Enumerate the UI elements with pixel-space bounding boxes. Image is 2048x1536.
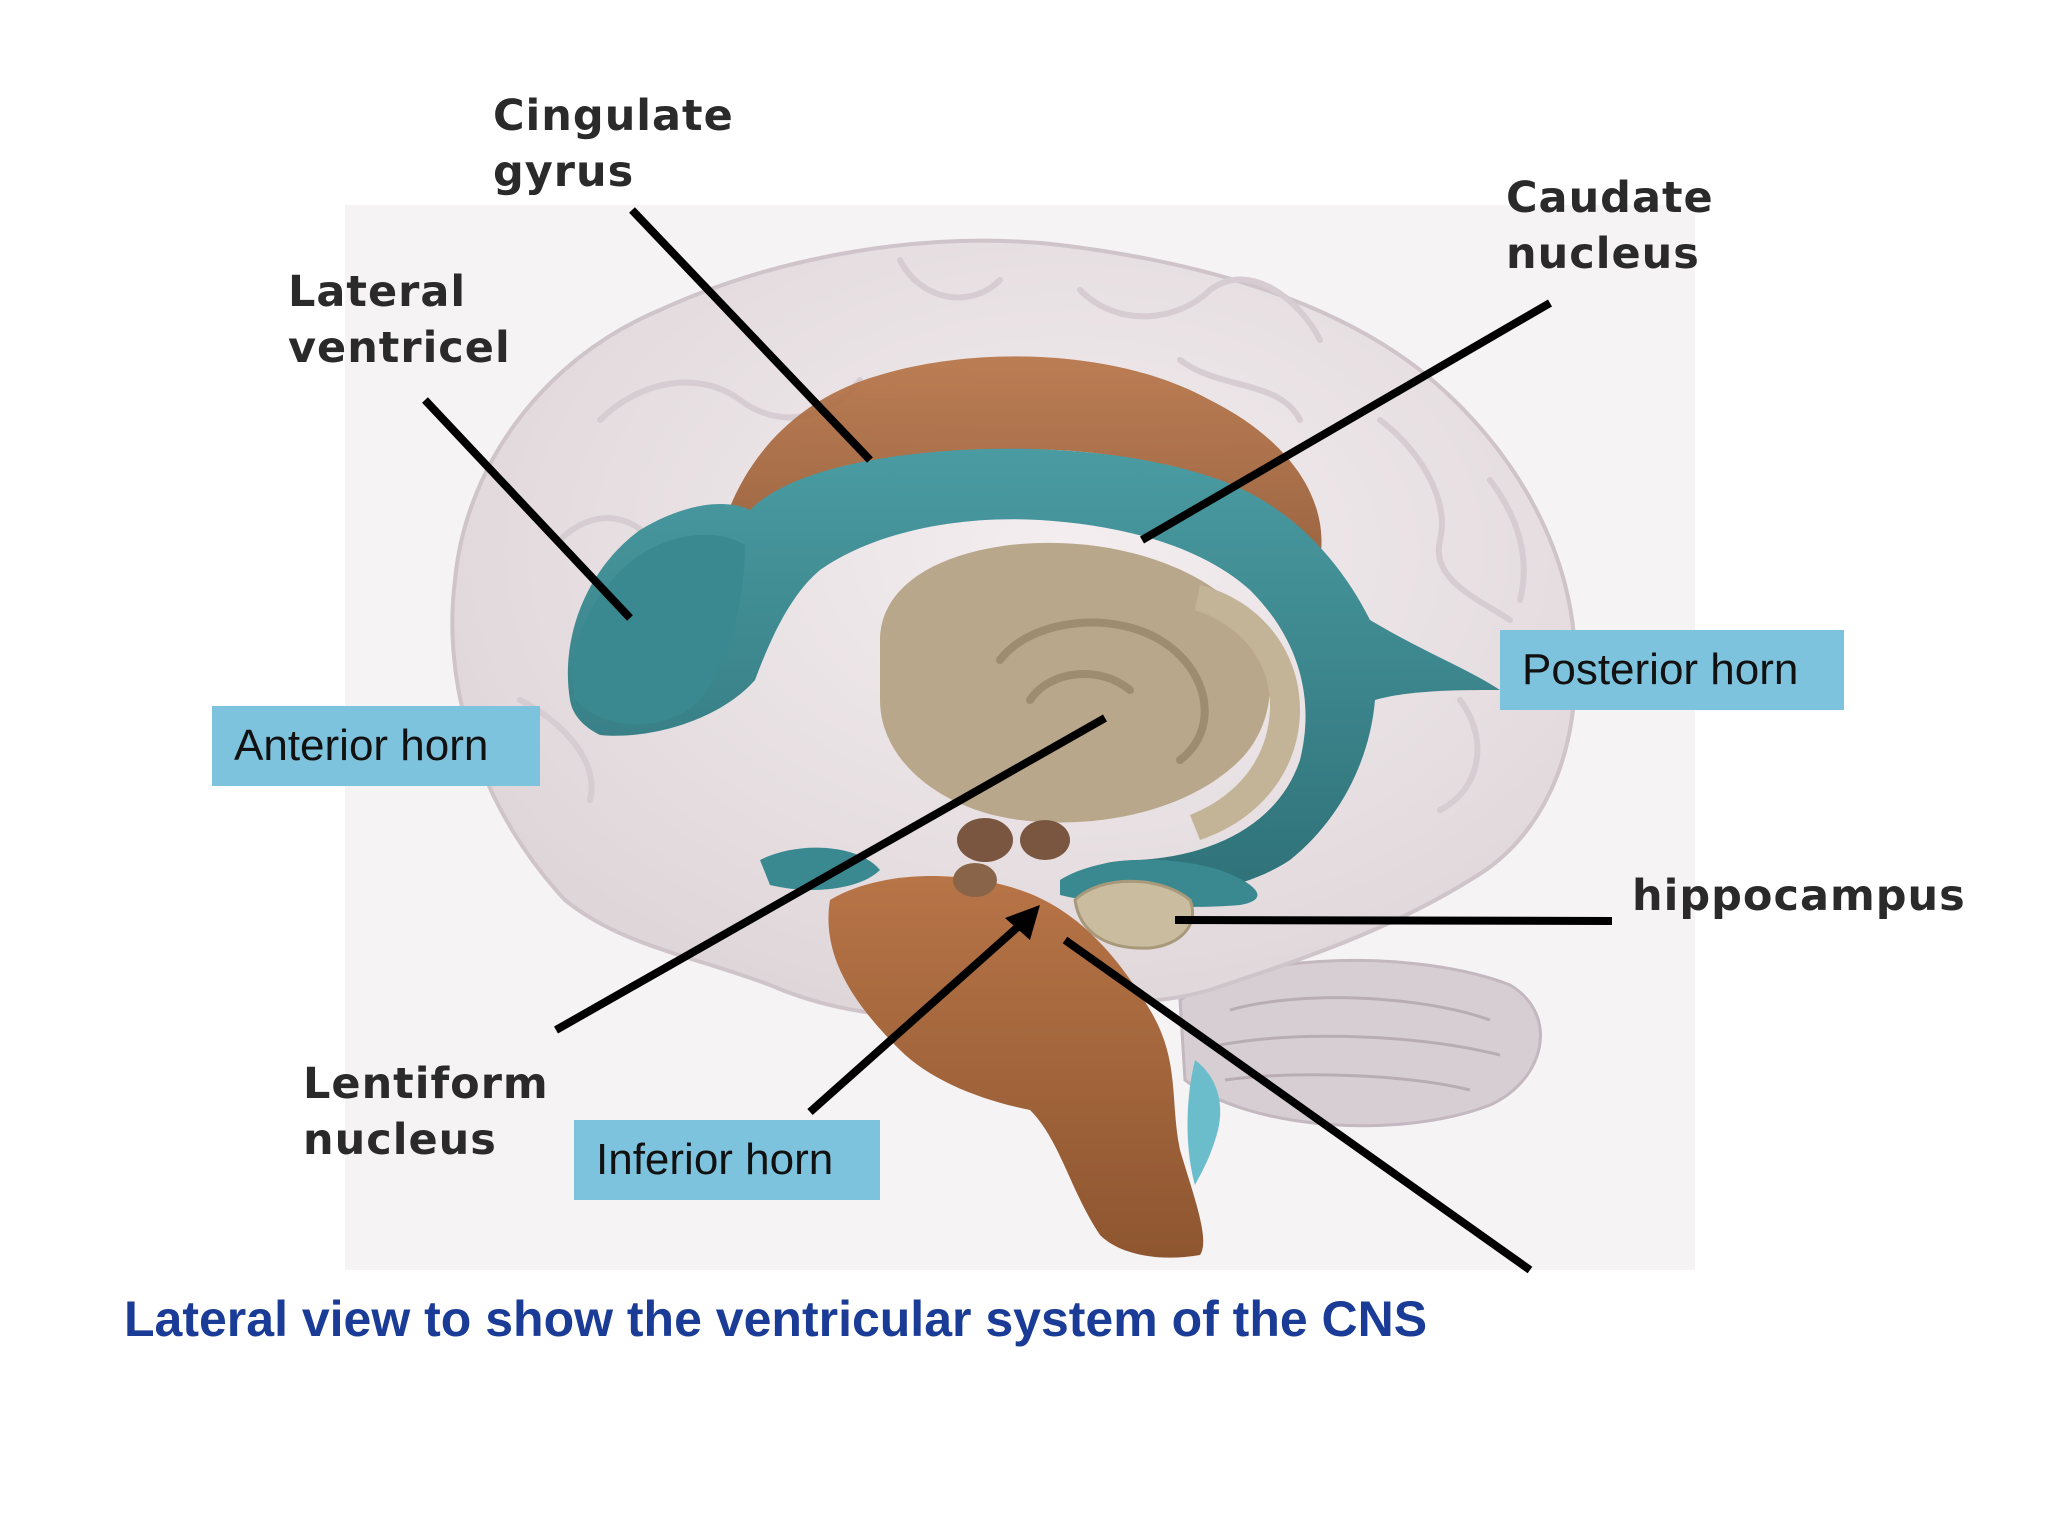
tan-tail (1190, 585, 1300, 840)
label-anterior-horn: Anterior horn (212, 706, 540, 786)
leader-lateral-ventricle (422, 397, 633, 621)
label-line: gyrus (493, 147, 635, 197)
hippocampus-shape (1073, 879, 1195, 950)
leader-lines (422, 207, 1613, 1274)
label-lentiform-nucleus: Lentiform nucleus (303, 1056, 549, 1168)
lateral-ventricle (567, 448, 1500, 898)
anterior-horn-shape (572, 534, 745, 725)
label-caudate-nucleus: Caudate nucleus (1506, 170, 1714, 282)
tubercle (1020, 820, 1070, 860)
figure-caption: Lateral view to show the ventricular sys… (124, 1291, 1428, 1347)
leader-lentiform (554, 714, 1107, 1034)
label-line: hippocampus (1632, 871, 1966, 921)
label-line: Lateral (288, 267, 467, 317)
arrowhead-inferior-horn (1005, 905, 1040, 940)
label-hippocampus: hippocampus (1632, 868, 1966, 924)
leader-hippocampus (1174, 916, 1613, 925)
label-line: nucleus (1506, 229, 1700, 279)
label-inferior-horn: Inferior horn (574, 1120, 880, 1200)
leader-caudate (1139, 299, 1553, 544)
label-posterior-horn: Posterior horn (1500, 630, 1844, 710)
caudate-lentiform (880, 542, 1270, 823)
label-line: nucleus (303, 1115, 497, 1165)
cingulate-arch (715, 356, 1322, 600)
label-lateral-ventricle: Lateral ventricel (288, 264, 511, 376)
brainstem-blue-strip (1187, 1060, 1221, 1185)
tubercle (957, 818, 1013, 862)
leader-cingulate (629, 207, 873, 463)
label-line: ventricel (288, 323, 511, 373)
label-line: Cingulate (493, 91, 734, 141)
label-line: Caudate (1506, 173, 1714, 223)
leader-bottom (1062, 936, 1533, 1274)
leader-inferior-horn (807, 922, 1023, 1115)
label-line: Lentiform (303, 1059, 549, 1109)
label-cingulate-gyrus: Cingulate gyrus (493, 88, 734, 200)
caudate-curl (996, 618, 1209, 764)
tubercle (953, 863, 997, 897)
